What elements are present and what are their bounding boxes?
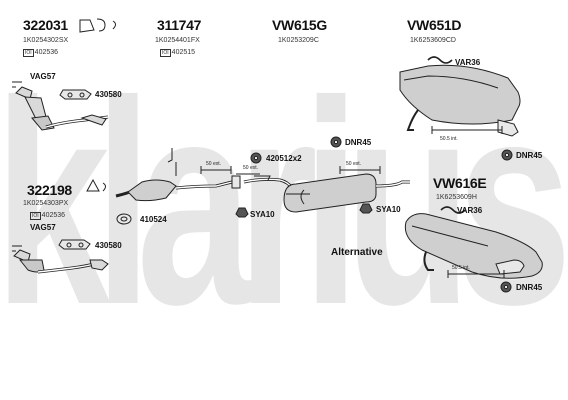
box-icon: IOI (30, 212, 41, 220)
label-sya10-a: SYA10 (250, 210, 275, 219)
part-number-311747: 311747 (157, 17, 202, 33)
label-sya10-b: SYA10 (376, 205, 401, 214)
label-50ext-c: 50 ext. (346, 161, 362, 167)
catalyst-bottom-drawing (12, 245, 109, 274)
rubber-dnr45-c-drawing (500, 281, 512, 293)
box-icon: IOI (23, 49, 34, 57)
clamp-420512-drawing (250, 152, 262, 164)
part-number-vw615g: VW615G (272, 17, 327, 33)
label-vag57-bottom: VAG57 (30, 223, 56, 232)
centre-muffler-drawing (243, 173, 410, 213)
label-dnr45-a: DNR45 (516, 151, 543, 160)
rear-muffler-top-drawing (399, 64, 521, 137)
label-dnr45-c: DNR45 (516, 283, 543, 292)
label-430580-top: 430580 (95, 90, 122, 99)
oe-number-311747: 1K0254401FX (155, 37, 200, 44)
label-var36-top: VAR36 (455, 58, 481, 67)
label-50-5int-b: 50.5 int. (452, 265, 470, 271)
label-50ext-a: 50 ext. (206, 161, 222, 167)
label-vag57-top: VAG57 (30, 72, 56, 81)
label-420512x2: 420512x2 (266, 154, 302, 163)
hanger-var36-bottom-drawing (440, 206, 466, 214)
part-number-322198: 322198 (27, 182, 72, 198)
warning-icon-drawing (86, 178, 106, 192)
catalyst-top-drawing (12, 81, 109, 131)
front-pipe-drawing (115, 148, 241, 202)
hanger-var36-top-drawing (427, 56, 453, 64)
sya10-b-drawing (359, 203, 373, 214)
part-number-322031: 322031 (23, 17, 68, 33)
label-dnr45-b: DNR45 (345, 138, 372, 147)
gasket-430580-bottom-drawing (58, 239, 91, 250)
oe-number-322198: 1K0254303PX (23, 200, 69, 207)
label-50ext-b: 50 ext. (243, 165, 259, 171)
rubber-dnr45-b-drawing (330, 136, 342, 148)
box-icon: IOI (160, 49, 171, 57)
oe-number-vw651d: 1K6253609CD (410, 37, 456, 44)
oe-number-322031: 1K0254302SX (23, 37, 69, 44)
rubber-dnr45-a-drawing (501, 149, 513, 161)
label-var36-bottom: VAR36 (457, 206, 483, 215)
gasket-430580-top-drawing (59, 89, 92, 100)
catalyst-icon-drawing (79, 18, 116, 33)
sya10-a-drawing (235, 207, 249, 218)
label-430580-bottom: 430580 (95, 241, 122, 250)
gasket-410524-drawing (116, 213, 132, 225)
oe-number-vw615g: 1K0253209C (278, 37, 319, 44)
part-number-vw651d: VW651D (407, 17, 462, 33)
label-410524: 410524 (140, 215, 167, 224)
oe-number-vw616e: 1K6253609H (436, 194, 477, 201)
label-alternative: Alternative (331, 247, 383, 258)
rear-muffler-bottom-drawing (404, 213, 543, 279)
label-50-5int-a: 50.5 int. (440, 136, 458, 142)
part-number-vw616e: VW616E (433, 175, 487, 191)
